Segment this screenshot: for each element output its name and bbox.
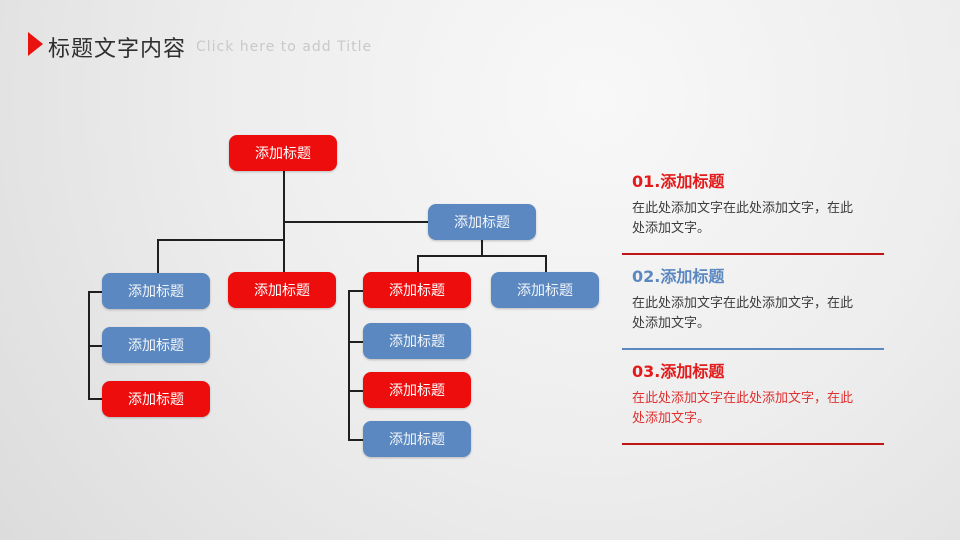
org-box-mid-child-4[interactable]: 添加标题 [363,421,471,457]
connector-line [348,290,350,440]
org-box-root[interactable]: 添加标题 [229,135,337,171]
connector-line [88,398,102,400]
connector-line [157,239,284,241]
connector-line [88,291,102,293]
org-box-right-parent[interactable]: 添加标题 [428,204,536,240]
section-03-body[interactable]: 在此处添加文字在此处添加文字，在此处添加文字。 [632,391,854,427]
section-01: 01.添加标题 在此处添加文字在此处添加文字，在此处添加文字。 [622,168,884,255]
red-triangle-icon [28,32,43,56]
org-box-left-child-1[interactable]: 添加标题 [102,273,210,309]
connector-line [348,439,363,441]
connector-line [348,390,350,440]
section-02-body[interactable]: 在此处添加文字在此处添加文字，在此处添加文字。 [632,296,854,332]
connector-line [417,255,419,272]
section-03: 03.添加标题 在此处添加文字在此处添加文字，在此处添加文字。 [622,358,884,445]
connector-line [348,290,363,292]
connector-line [545,255,547,272]
section-01-title[interactable]: 01.添加标题 [632,172,725,191]
section-02: 02.添加标题 在此处添加文字在此处添加文字，在此处添加文字。 [622,263,884,350]
section-02-title[interactable]: 02.添加标题 [632,267,725,286]
org-box-mid-child-3[interactable]: 添加标题 [363,372,471,408]
section-01-body[interactable]: 在此处添加文字在此处添加文字，在此处添加文字。 [632,201,854,237]
org-box-left-child-3[interactable]: 添加标题 [102,381,210,417]
org-box-mid-child-1[interactable]: 添加标题 [363,272,471,308]
title-placeholder[interactable]: Click here to add Title [196,39,373,55]
connector-line [157,239,159,273]
section-03-divider [622,443,884,445]
org-box-right-child[interactable]: 添加标题 [491,272,599,308]
connector-line [417,255,546,257]
connector-line [348,390,363,392]
org-box-mid-child-2[interactable]: 添加标题 [363,323,471,359]
section-03-title[interactable]: 03.添加标题 [632,362,725,381]
org-box-center-child[interactable]: 添加标题 [228,272,336,308]
page-title: 标题文字内容 [48,37,187,62]
connector-line [481,240,483,256]
connector-line [88,345,102,347]
section-02-divider [622,348,884,350]
connector-line [283,221,428,223]
org-box-left-child-2[interactable]: 添加标题 [102,327,210,363]
connector-line [348,341,363,343]
section-01-divider [622,253,884,255]
